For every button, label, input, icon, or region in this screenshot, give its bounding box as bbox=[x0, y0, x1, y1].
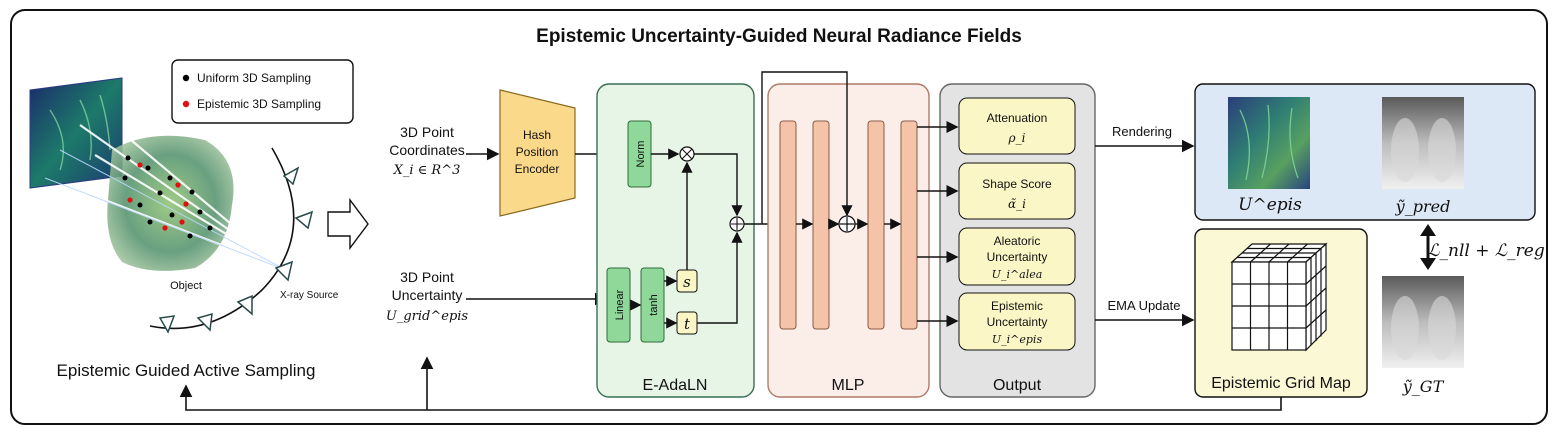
mlp-layer-1 bbox=[779, 120, 797, 330]
grid-map-label: Epistemic Grid Map bbox=[1211, 375, 1351, 392]
feedback-loop-arrow bbox=[179, 384, 1282, 411]
svg-text:Uncertainty: Uncertainty bbox=[987, 250, 1048, 264]
flow-arrow-icon bbox=[327, 197, 369, 251]
encoder-line2: Position bbox=[516, 145, 559, 159]
object-label: Object bbox=[170, 280, 202, 292]
legend-epistemic-marker bbox=[182, 100, 190, 108]
diagram-title: Epistemic Uncertainty-Guided Neural Radi… bbox=[536, 26, 1022, 47]
tanh-label: tanh bbox=[648, 294, 660, 315]
e-adaln-label: E-AdaLN bbox=[643, 377, 708, 394]
sampling-illustration: Object bbox=[29, 59, 354, 380]
coords-line2: Coordinates bbox=[389, 142, 465, 158]
skip-connection bbox=[761, 71, 853, 224]
scale-label: s bbox=[683, 273, 691, 291]
source-label: X-ray Source bbox=[280, 290, 339, 301]
norm-label: Norm bbox=[635, 141, 647, 168]
source-trajectory bbox=[149, 147, 295, 330]
object-volume bbox=[107, 135, 234, 271]
rendering-label: Rendering bbox=[1112, 124, 1172, 139]
output-aleatoric-uncertainty: Aleatoric Uncertainty U_i^alea bbox=[958, 227, 1076, 286]
uncertainty-line1: 3D Point bbox=[400, 269, 454, 285]
linear-label: Linear bbox=[614, 289, 626, 320]
mlp-label: MLP bbox=[832, 377, 865, 394]
ground-truth-label: ỹ_GT bbox=[1402, 377, 1445, 396]
output-shape-score: Shape Score α̃_i bbox=[958, 162, 1076, 220]
mlp-layer-4 bbox=[900, 120, 918, 330]
svg-text:Uncertainty: Uncertainty bbox=[987, 315, 1048, 329]
svg-text:Epistemic: Epistemic bbox=[991, 299, 1043, 313]
svg-text:ρ_i: ρ_i bbox=[1008, 131, 1026, 145]
ema-update-label: EMA Update bbox=[1108, 298, 1181, 313]
mlp-layer-3 bbox=[867, 120, 885, 330]
uniform-sample-points bbox=[122, 155, 213, 239]
shift-label: t bbox=[684, 315, 691, 333]
output-attenuation: Attenuation ρ_i bbox=[958, 97, 1076, 155]
detector-markers bbox=[158, 166, 314, 334]
legend-uniform-label: Uniform 3D Sampling bbox=[197, 71, 311, 85]
loss-label: ℒ_nll + ℒ_reg bbox=[1427, 241, 1545, 261]
outer-frame bbox=[10, 9, 1548, 425]
legend-epistemic-label: Epistemic 3D Sampling bbox=[197, 97, 321, 111]
uncertainty-map-label: U^epis bbox=[1238, 195, 1302, 215]
e-adaln-block bbox=[596, 83, 755, 398]
encoder-line3: Encoder bbox=[515, 162, 560, 176]
uncertainty-line2: Uncertainty bbox=[392, 287, 463, 303]
legend-uniform-marker bbox=[182, 74, 190, 82]
svg-text:Shape Score: Shape Score bbox=[982, 177, 1052, 191]
coords-math: X_i ∈ R^3 bbox=[393, 163, 461, 178]
hash-position-encoder bbox=[499, 89, 576, 217]
svg-text:Aleatoric: Aleatoric bbox=[994, 234, 1041, 248]
svg-text:Attenuation: Attenuation bbox=[987, 111, 1048, 125]
encoder-line1: Hash bbox=[523, 128, 551, 142]
output-epistemic-uncertainty: Epistemic Uncertainty U_i^epis bbox=[958, 292, 1076, 351]
epistemic-sample-points bbox=[127, 162, 189, 231]
uncertainty-math: U_grid^epis bbox=[386, 309, 469, 324]
mlp-layers bbox=[779, 120, 918, 330]
svg-text:U_i^alea: U_i^alea bbox=[992, 268, 1043, 281]
output-label: Output bbox=[993, 377, 1042, 394]
sampling-legend bbox=[171, 59, 354, 124]
mlp-block bbox=[767, 83, 930, 398]
active-sampling-caption: Epistemic Guided Active Sampling bbox=[57, 361, 316, 380]
grid-cube-icon bbox=[1230, 242, 1328, 352]
svg-text:α̃_i: α̃_i bbox=[1008, 197, 1026, 211]
predicted-image-label: ỹ_pred bbox=[1395, 197, 1451, 216]
coords-line1: 3D Point bbox=[400, 124, 454, 140]
svg-text:U_i^epis: U_i^epis bbox=[992, 333, 1043, 346]
mlp-layer-2 bbox=[812, 120, 830, 330]
